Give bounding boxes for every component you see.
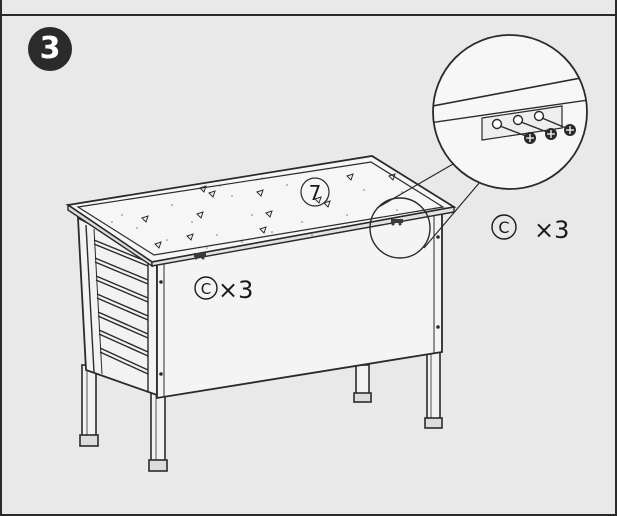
detail-focus-circle: [369, 197, 431, 259]
front-quantity-text: ×3: [218, 276, 253, 304]
rear-right-leg: [353, 364, 372, 403]
panel-number-circle: [300, 177, 330, 207]
step-number-badge: 3: [28, 27, 72, 71]
zoom-detail: [432, 34, 588, 190]
right-hardware-letter: C: [498, 218, 509, 237]
right-edge-screw: [391, 219, 403, 226]
front-edge-screw: [194, 253, 206, 260]
rear-left-leg: [79, 364, 99, 447]
hardware-c-icon: [194, 276, 218, 300]
panel-number-label: 7: [309, 181, 322, 205]
top-divider: [2, 14, 617, 16]
front-quantity-callout: C ×3: [194, 276, 253, 304]
hardware-c-icon: [491, 214, 517, 240]
right-quantity-text: ×3: [534, 216, 569, 244]
right-quantity-callout: C ×3: [491, 214, 569, 244]
front-hardware-letter: C: [201, 280, 211, 298]
roof-panel: 7: [65, 155, 457, 268]
leader-line-upper: [376, 159, 461, 209]
leader-line-lower: [423, 181, 481, 249]
front-left-leg: [148, 389, 168, 472]
front-right-leg: [424, 351, 443, 429]
